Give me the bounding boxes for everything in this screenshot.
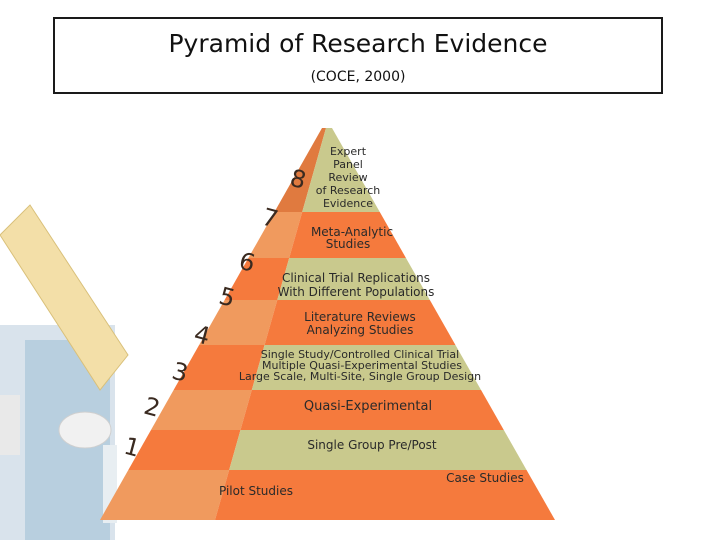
level-8-text-5: Evidence	[323, 197, 373, 210]
level-7-text-2: Studies	[326, 237, 371, 251]
level-4-text-3: Large Scale, Multi-Site, Single Group De…	[239, 370, 481, 383]
pyramid-band-level-3	[240, 390, 504, 430]
level-6-text-2: With Different Populations	[278, 285, 435, 299]
pyramid-band-level-6	[277, 258, 430, 300]
pyramid-side-level-7	[248, 212, 303, 258]
mouse-icon	[58, 411, 112, 449]
level-number-5: 5	[216, 282, 238, 313]
pyramid-band-level-8	[302, 128, 380, 212]
level-3-text-1: Quasi-Experimental	[304, 399, 432, 414]
pyramid-band-level-1	[215, 470, 555, 520]
title-box: Pyramid of Research Evidence (COCE, 2000…	[53, 17, 663, 94]
page-subtitle: (COCE, 2000)	[310, 69, 406, 85]
ruler-icon	[0, 204, 129, 391]
level-5-text-2: Analyzing Studies	[307, 323, 414, 337]
level-1-text-2: Case Studies	[446, 471, 524, 485]
level-number-7: 7	[259, 203, 281, 234]
level-7-text-1: Meta-Analytic	[311, 225, 393, 239]
keyboard-edge	[0, 395, 20, 455]
level-2-text-1: Single Group Pre/Post	[307, 438, 437, 452]
level-number-1: 1	[121, 432, 143, 463]
pyramid-side-level-8	[274, 128, 326, 212]
pyramid-band-level-5	[264, 300, 456, 345]
level-8-text-4: of Research	[316, 184, 381, 197]
pyramid-side-level-5	[199, 300, 278, 345]
level-number-2: 2	[141, 392, 163, 423]
level-number-4: 4	[191, 320, 213, 351]
level-5-text-1: Literature Reviews	[304, 310, 416, 324]
level-4-text-2: Multiple Quasi-Experimental Studies	[262, 359, 462, 372]
level-1-text-1: Pilot Studies	[219, 484, 293, 498]
pyramid-band-level-7	[289, 212, 406, 258]
pyramid-band-level-4	[251, 345, 482, 390]
level-number-3: 3	[169, 357, 191, 388]
level-8-text-1: Expert	[330, 145, 367, 158]
level-4-text-1: Single Study/Controlled Clinical Trial	[261, 348, 459, 361]
background-decoration	[0, 204, 129, 540]
level-8-text-3: Review	[328, 171, 367, 184]
pyramid-side-level-6	[224, 258, 290, 300]
pyramid-side-level-2	[128, 430, 241, 470]
level-6-text-1: Clinical Trial Replications	[282, 271, 430, 285]
pyramid-side-level-3	[150, 390, 252, 430]
level-number-8: 8	[287, 164, 309, 195]
level-number-6: 6	[236, 247, 258, 278]
level-8-text-2: Panel	[333, 158, 363, 171]
pyramid-band-level-2	[229, 430, 527, 470]
page-title: Pyramid of Research Evidence	[168, 29, 548, 58]
pyramid-side-level-1	[100, 470, 230, 520]
pyramid-side-level-4	[173, 345, 265, 390]
